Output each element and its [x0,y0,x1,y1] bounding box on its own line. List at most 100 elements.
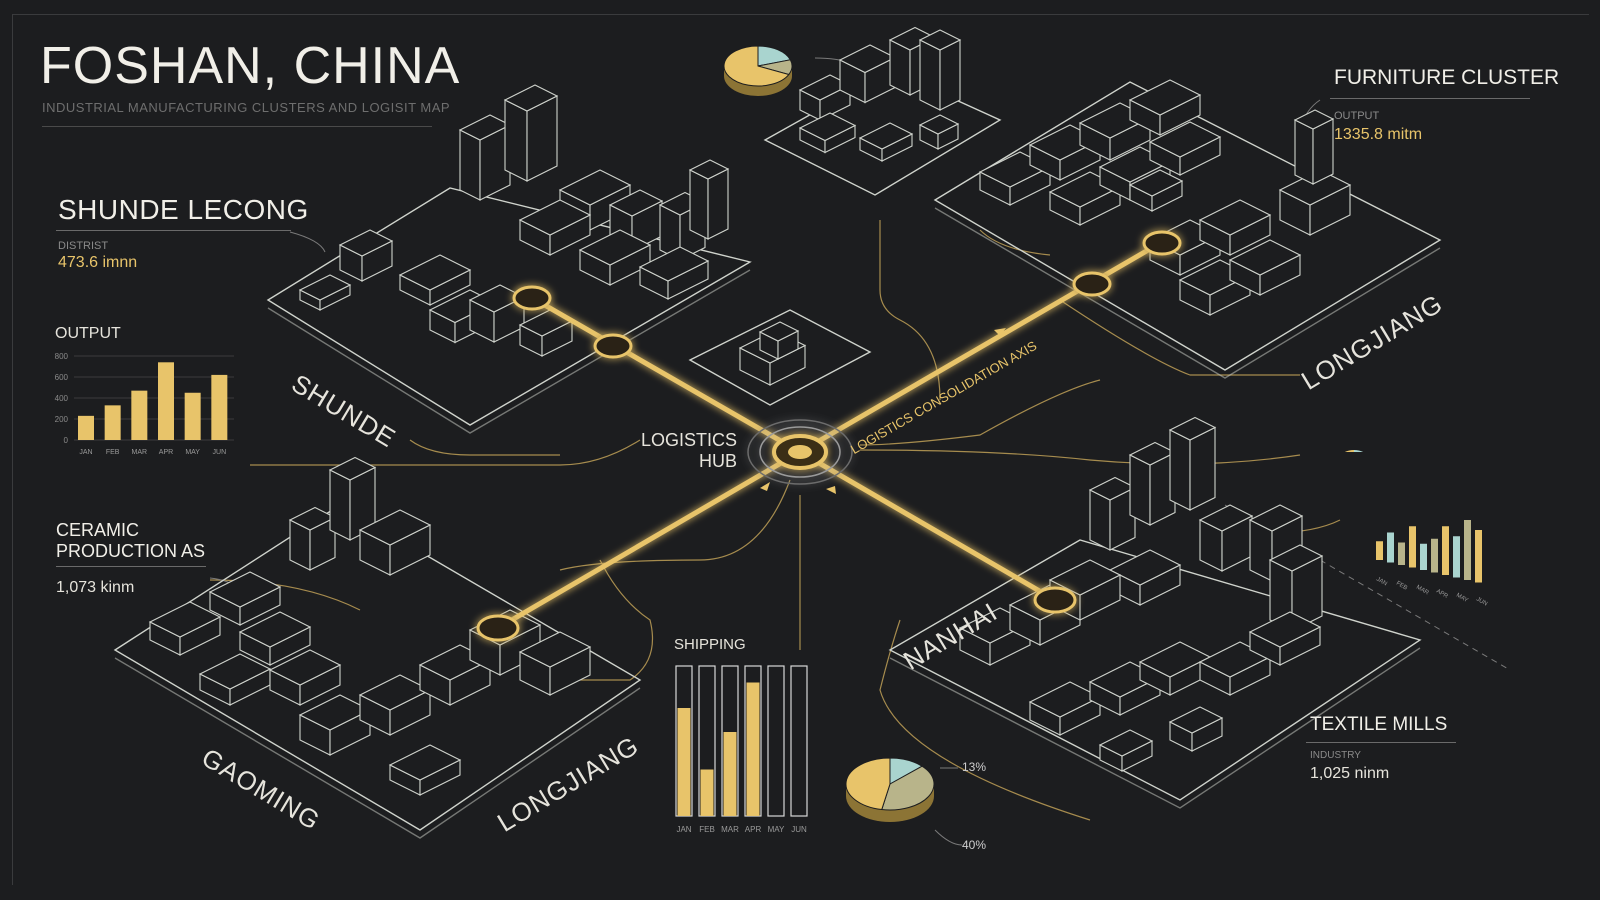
bar [1398,542,1405,565]
x-tick-label: JUN [791,825,807,834]
pie-slice [845,757,891,811]
node [1142,230,1182,256]
building-face [1189,426,1216,511]
building-roof [858,122,914,150]
building-roof [918,114,960,135]
y-tick-label: 800 [55,352,69,361]
building-roof [148,601,222,638]
bar-frame [790,665,808,817]
x-tick-label: APR [1435,589,1449,601]
ceramic-title-line1: CERAMIC [56,520,140,540]
bar [1475,530,1482,583]
platform-hub [688,309,872,406]
building-roof [338,229,394,257]
ceramic-rule [56,566,206,567]
textile-value: 1,025 ninm [1310,765,1390,782]
building-roof [298,274,352,301]
axis-ne [797,239,1165,455]
bar [1387,532,1394,563]
shunde-lecong-label: DISTRIST [58,240,109,252]
output-chart-title: OUTPUT [55,325,121,342]
building-roof [198,653,272,690]
building-face [919,39,941,111]
building-roof [1293,109,1335,130]
shunde-lecong-leader [289,231,326,253]
building-face [707,168,729,240]
node [593,333,633,359]
textile-rule [1306,742,1456,743]
building-face [459,129,481,201]
pie-label-13: 13% [962,760,987,774]
bar [723,732,737,816]
platform-shunde [266,187,752,426]
buildings [148,26,1352,796]
building-roof [558,169,632,206]
building-roof [388,744,462,781]
shunde-lecong-value: 473.6 imnn [58,254,138,271]
x-tick-label: JUN [213,449,227,456]
building-roof [918,29,962,51]
axis-se [797,449,1058,603]
building-roof [638,246,710,282]
page-subtitle: INDUSTRIAL MANUFACTURING CLUSTERS AND LO… [42,100,451,115]
x-tick-label: JAN [79,449,92,456]
building-roof [758,321,800,342]
building-roof [1168,416,1217,441]
building-roof [1248,504,1304,532]
building-face [1129,454,1151,526]
building-roof [1198,199,1272,236]
node [512,285,552,311]
y-tick-label: 400 [55,394,69,403]
x-tick-label: APR [159,449,173,456]
building-roof [208,571,282,608]
y-tick-label: 600 [55,373,69,382]
bar [78,415,94,440]
bar [700,769,714,816]
pie-chart-bottom [845,757,935,822]
building-face [329,469,351,541]
shunde-lecong-title: SHUNDE LECONG [58,194,309,225]
bar [677,708,691,816]
x-tick-label: MAY [185,449,200,456]
bar [1376,541,1383,560]
bar [1431,538,1438,573]
building-roof [688,159,730,180]
axis-arrows [760,328,1006,494]
building-roof [798,112,857,142]
bar-frame [767,665,785,817]
y-tick-label: 200 [55,415,69,424]
building-roof [503,84,559,112]
bar [184,392,201,440]
x-tick-label: FEB [1395,581,1408,592]
platform-longjiang-ne [933,81,1442,371]
axis-sw [495,449,803,631]
x-tick-label: MAY [768,825,785,834]
building-roof [608,189,664,217]
bar [158,362,174,440]
shunde-lecong-rule [56,230,291,231]
x-tick-label: JAN [676,825,691,834]
ceramic-title-line2: PRODUCTION AS [56,541,206,561]
building-face [1312,118,1334,185]
x-tick-label: MAY [1455,593,1469,604]
bar [1464,520,1471,580]
bar [1409,526,1416,568]
bar-group [1376,520,1482,583]
pie-40-leader [934,829,963,846]
x-tick-label: APR [745,825,762,834]
building-roof [1228,239,1302,276]
pie-slice [881,765,935,811]
subtitle-rule [42,126,432,127]
building-face [1169,429,1191,511]
building-roof [238,611,312,648]
bar [131,390,148,440]
furniture-value: 1335.8 mitm [1334,126,1423,143]
building-roof [1128,169,1184,197]
bar [104,405,121,440]
node [1072,271,1112,297]
building-roof [1148,121,1222,158]
hub-marker [747,419,853,485]
node [476,614,520,642]
